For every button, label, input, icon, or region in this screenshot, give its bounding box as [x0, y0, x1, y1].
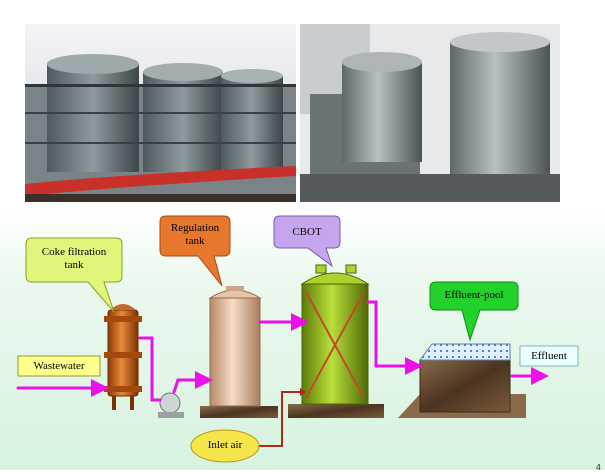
- photo-strip: [25, 24, 560, 202]
- pump: [158, 392, 184, 418]
- tank-photo-right: [300, 24, 560, 202]
- callout-cbot-shape: [273, 215, 341, 268]
- tank-photo-right-image: [300, 24, 560, 202]
- effluent-label: Effluent: [531, 350, 567, 362]
- tank-photo-left: [25, 24, 296, 202]
- effluent-label-box: [519, 345, 579, 367]
- callout-inlet-air-shape: [190, 429, 260, 463]
- effluent-pool: [398, 343, 526, 418]
- callout-effluent-pool-shape: [429, 281, 519, 342]
- inlet-air-line: [258, 391, 300, 447]
- flow-lines: [16, 300, 549, 402]
- wastewater-label: Wastewater: [33, 360, 85, 372]
- callout-regulation-text: Regulation tank: [170, 222, 220, 247]
- flow-arrow-cbot-to-pool: [366, 300, 423, 375]
- tank-photo-left-image: [25, 24, 296, 202]
- wastewater-label-box: [17, 355, 101, 377]
- callout-effluent-pool-text: Effluent-pool: [444, 289, 504, 301]
- flow-arrow-pump-to-regulation: [172, 371, 213, 394]
- callout-coke-filtration-text: Coke filtration tank: [41, 246, 107, 271]
- flow-line-coke-to-pump: [138, 336, 162, 402]
- page-number: 4: [595, 463, 601, 472]
- coke-filtration-tank: [104, 304, 142, 410]
- regulation-tank: [200, 286, 278, 418]
- callout-coke-filtration-shape: [25, 237, 123, 313]
- callout-inlet-air-text: Inlet air: [207, 439, 243, 451]
- callout-regulation-shape: [159, 215, 231, 287]
- cbot-reactor: [288, 264, 384, 418]
- callout-cbot-text: CBOT: [292, 226, 322, 238]
- inlet-air-arrowhead: [300, 388, 306, 396]
